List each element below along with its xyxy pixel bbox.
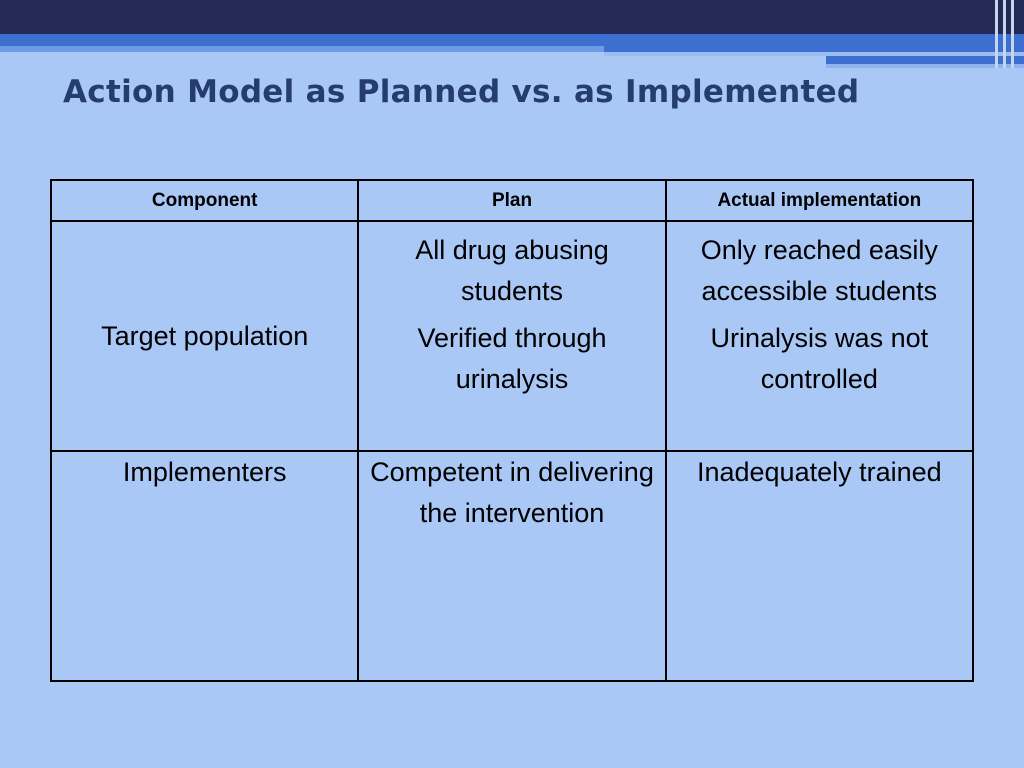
column-header-plan: Plan xyxy=(357,179,667,222)
cell-plan: All drug abusing students Verified throu… xyxy=(357,220,667,452)
comparison-table: Component Plan Actual implementation Tar… xyxy=(49,179,975,682)
component-label: Implementers xyxy=(122,457,287,487)
header-step-highlight xyxy=(604,52,1024,56)
actual-text: Only reached easily accessible students xyxy=(700,235,938,306)
table-row: Implementers Competent in delivering the… xyxy=(49,450,975,682)
plan-text: All drug abusing students xyxy=(415,235,609,306)
decorative-line xyxy=(995,0,998,68)
component-label: Target population xyxy=(101,320,309,351)
actual-text: Inadequately trained xyxy=(696,457,942,487)
plan-text: Verified through urinalysis xyxy=(417,323,607,394)
actual-text: Urinalysis was not controlled xyxy=(710,323,929,394)
decorative-line xyxy=(1003,0,1006,68)
plan-text: Competent in delivering the intervention xyxy=(370,457,654,528)
header-stripe-light xyxy=(0,46,1024,52)
decorative-line xyxy=(1011,0,1014,68)
cell-component: Implementers xyxy=(49,450,360,682)
cell-actual: Only reached easily accessible students … xyxy=(664,220,975,452)
column-header-actual: Actual implementation xyxy=(664,179,975,222)
table-row: Target population All drug abusing stude… xyxy=(49,220,975,452)
slide-title: Action Model as Planned vs. as Implement… xyxy=(63,74,860,110)
cell-actual: Inadequately trained xyxy=(664,450,975,682)
column-header-component: Component xyxy=(49,179,360,222)
header-step xyxy=(604,34,1024,56)
header-step-highlight xyxy=(826,64,1024,68)
table-header-row: Component Plan Actual implementation xyxy=(49,179,975,222)
cell-plan: Competent in delivering the intervention xyxy=(357,450,667,682)
header-banner xyxy=(0,0,1024,34)
cell-component: Target population xyxy=(49,220,360,452)
